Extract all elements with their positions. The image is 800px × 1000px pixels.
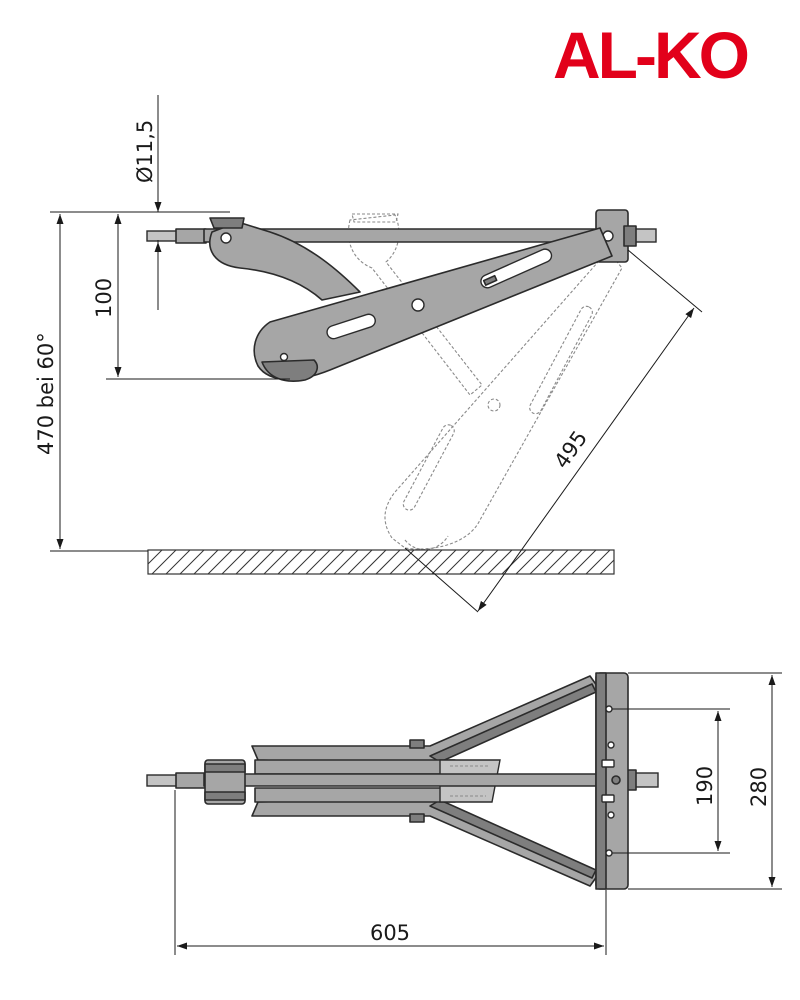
hatch-line: [263, 549, 289, 575]
main-leg: [253, 227, 613, 382]
dim-diameter-label: Ø11,5: [133, 120, 157, 183]
spindle-rod-top: [146, 769, 659, 791]
hatch-line: [319, 549, 345, 575]
hatch-line: [305, 549, 331, 575]
hatch-line: [147, 549, 163, 565]
dim-470-label: 470 bei 60°: [34, 332, 58, 455]
hatch-line: [389, 549, 415, 575]
hatch-line: [375, 549, 401, 575]
hatch-line: [207, 549, 233, 575]
hatch-line: [235, 549, 261, 575]
side-view: Ø11,5 100 470 bei 60° 495: [34, 95, 703, 613]
dim-605: 605: [174, 790, 607, 955]
hatch-line: [277, 549, 303, 575]
hatch-line: [193, 549, 219, 575]
top-view: 605 190 280: [146, 672, 782, 955]
dim-495-label: 495: [549, 426, 592, 473]
upper-link: [209, 217, 361, 301]
hatch-line: [151, 549, 177, 575]
hatch-line: [417, 549, 443, 575]
hatch-line: [361, 549, 387, 575]
hatch-line: [347, 549, 373, 575]
hatch-line: [165, 549, 191, 575]
dim-100-label: 100: [92, 278, 116, 318]
hatch-line: [445, 549, 471, 575]
dim-280-label: 280: [747, 767, 771, 807]
hatch-line: [403, 549, 429, 575]
base-plate: [595, 672, 629, 890]
hatch-line: [179, 549, 205, 575]
dim-280: 280: [628, 672, 782, 890]
ground-surface: [147, 549, 615, 575]
dim-100: 100: [92, 211, 290, 380]
dim-diameter: Ø11,5: [133, 95, 230, 310]
hatch-line: [291, 549, 317, 575]
hatch-line: [431, 549, 457, 575]
dim-470: 470 bei 60°: [34, 211, 148, 552]
hatch-line: [333, 549, 359, 575]
dim-605-label: 605: [370, 921, 410, 945]
nut-block: [204, 759, 246, 805]
dim-190: 190: [612, 708, 730, 854]
alko-logo-text: AL-KO: [553, 18, 748, 92]
dim-190-label: 190: [693, 766, 717, 806]
alko-logo: AL-KO: [553, 18, 751, 92]
hatch-line: [249, 549, 275, 575]
hatch-line: [221, 549, 247, 575]
